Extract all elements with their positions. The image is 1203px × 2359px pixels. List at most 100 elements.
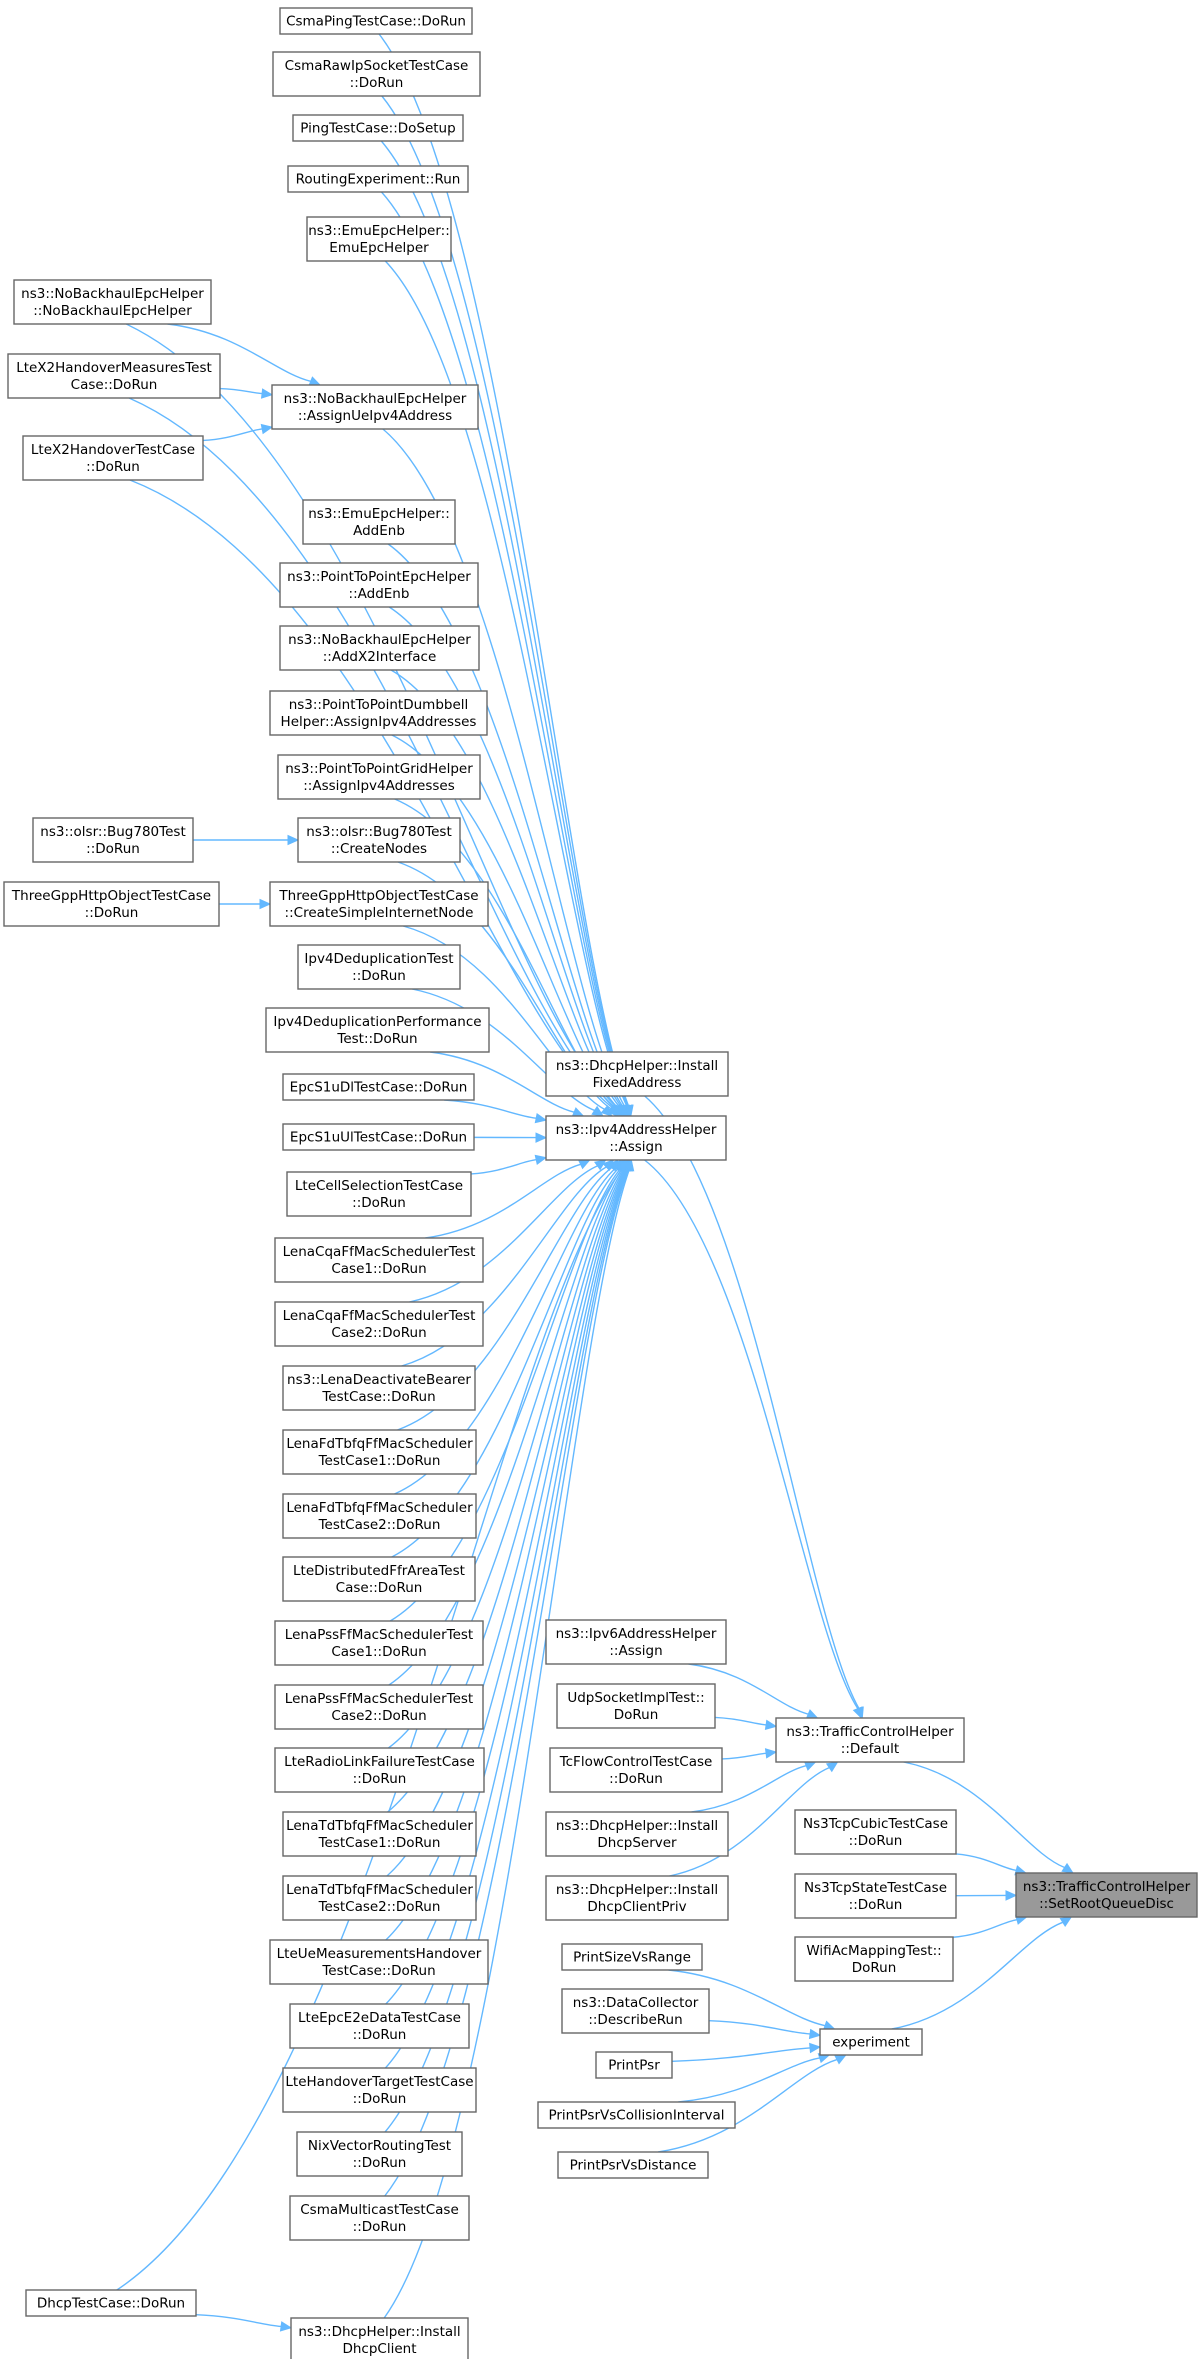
node-csmaping[interactable]: CsmaPingTestCase::DoRun bbox=[279, 7, 473, 35]
node-emuepc[interactable]: ns3::EmuEpcHelper::EmuEpcHelper bbox=[306, 216, 452, 262]
node-label-line: ::DoRun bbox=[849, 1897, 903, 1913]
node-epcul[interactable]: EpcS1uUlTestCase::DoRun bbox=[282, 1123, 475, 1151]
node-p2paddenb[interactable]: ns3::PointToPointEpcHelper::AddEnb bbox=[279, 562, 479, 608]
node-epce2e[interactable]: LteEpcE2eDataTestCase::DoRun bbox=[289, 2003, 470, 2049]
node-label-line: experiment bbox=[832, 2035, 910, 2051]
node-label-line: DhcpTestCase::DoRun bbox=[37, 2296, 185, 2312]
node-describerun[interactable]: ns3::DataCollector::DescribeRun bbox=[561, 1988, 710, 2034]
call-edge-tdtbfq2-to-ipv4assign bbox=[386, 1169, 626, 1877]
node-label-line: Ns3TcpCubicTestCase bbox=[803, 1816, 948, 1832]
call-edge-printpsr-to-experiment bbox=[671, 2047, 811, 2063]
node-label-line: FixedAddress bbox=[593, 1075, 682, 1091]
node-label-line: ns3::EmuEpcHelper:: bbox=[308, 223, 450, 239]
node-ipv6assign[interactable]: ns3::Ipv6AddressHelper::Assign bbox=[545, 1619, 727, 1665]
node-box bbox=[279, 625, 480, 671]
node-pingsetup[interactable]: PingTestCase::DoSetup bbox=[292, 114, 464, 142]
node-label-line: ns3::TrafficControlHelper bbox=[1023, 1879, 1191, 1895]
node-box bbox=[794, 1873, 957, 1919]
node-label-line: ns3::Ipv4AddressHelper bbox=[556, 1122, 717, 1138]
node-printpsrdist[interactable]: PrintPsrVsDistance bbox=[557, 2151, 709, 2179]
arrowhead-ltex2meas-to-assignue bbox=[260, 388, 274, 399]
node-tcdefault[interactable]: ns3::TrafficControlHelper::Default bbox=[775, 1717, 965, 1763]
node-label-line: Case2::DoRun bbox=[331, 1708, 426, 1724]
node-box bbox=[274, 1620, 484, 1666]
node-label-line: LteEpcE2eDataTestCase bbox=[298, 2010, 461, 2026]
node-ltex2ho[interactable]: LteX2HandoverTestCase::DoRun bbox=[22, 435, 204, 481]
node-label-line: WifiAcMappingTest:: bbox=[806, 1943, 941, 1959]
node-nixvector[interactable]: NixVectorRoutingTest::DoRun bbox=[296, 2131, 463, 2177]
call-edge-dhcpserver-to-tcdefault bbox=[691, 1765, 807, 1813]
node-box bbox=[282, 1811, 477, 1857]
node-ipv4assign[interactable]: ns3::Ipv4AddressHelper::Assign bbox=[545, 1115, 727, 1161]
node-assignue[interactable]: ns3::NoBackhaulEpcHelper::AssignUeIpv4Ad… bbox=[271, 384, 479, 430]
node-routingexp[interactable]: RoutingExperiment::Run bbox=[287, 165, 469, 193]
node-box bbox=[282, 1556, 476, 1602]
node-addx2[interactable]: ns3::NoBackhaulEpcHelper::AddX2Interface bbox=[279, 625, 480, 671]
node-threegpprun[interactable]: ThreeGppHttpObjectTestCase::DoRun bbox=[3, 881, 220, 927]
node-label-line: TestCase2::DoRun bbox=[318, 1899, 441, 1915]
node-nobackhaul[interactable]: ns3::NoBackhaulEpcHelper::NoBackhaulEpcH… bbox=[13, 279, 212, 325]
node-box bbox=[282, 2067, 477, 2113]
node-tcflow[interactable]: TcFlowControlTestCase::DoRun bbox=[549, 1747, 723, 1793]
node-experiment[interactable]: experiment bbox=[819, 2028, 923, 2056]
node-wifiac[interactable]: WifiAcMappingTest::DoRun bbox=[794, 1936, 954, 1982]
node-printpsr[interactable]: PrintPsr bbox=[595, 2051, 673, 2079]
node-csmarawip[interactable]: CsmaRawIpSocketTestCase::DoRun bbox=[272, 51, 481, 97]
node-box bbox=[287, 165, 469, 193]
node-label-line: Ipv4DeduplicationPerformance bbox=[273, 1014, 481, 1030]
node-box bbox=[272, 51, 481, 97]
node-hotarget[interactable]: LteHandoverTargetTestCase::DoRun bbox=[282, 2067, 477, 2113]
node-bug780run[interactable]: ns3::olsr::Bug780Test::DoRun bbox=[32, 817, 194, 863]
arrowhead-printpsr-to-experiment bbox=[809, 2042, 822, 2054]
node-box bbox=[297, 817, 461, 863]
node-dhcptest[interactable]: DhcpTestCase::DoRun bbox=[25, 2289, 197, 2317]
node-label-line: EmuEpcHelper bbox=[329, 240, 429, 256]
node-csmamulti[interactable]: CsmaMulticastTestCase::DoRun bbox=[289, 2195, 470, 2241]
node-printsize[interactable]: PrintSizeVsRange bbox=[561, 1943, 703, 1971]
node-p2pgrid[interactable]: ns3::PointToPointGridHelper::AssignIpv4A… bbox=[277, 754, 481, 800]
node-box bbox=[306, 216, 452, 262]
node-label-line: PrintPsr bbox=[608, 2058, 660, 2074]
node-setroot[interactable]: ns3::TrafficControlHelper::SetRootQueueD… bbox=[1015, 1872, 1198, 1918]
node-label-line: PrintSizeVsRange bbox=[573, 1950, 691, 1966]
node-label-line: ns3::DhcpHelper::Install bbox=[298, 2324, 460, 2340]
node-label-line: ::Assign bbox=[609, 1139, 662, 1155]
node-ipv4dedup[interactable]: Ipv4DeduplicationTest::DoRun bbox=[297, 944, 461, 990]
node-bug780create[interactable]: ns3::olsr::Bug780Test::CreateNodes bbox=[297, 817, 461, 863]
call-edge-cubic-to-setroot bbox=[955, 1853, 1017, 1872]
node-threegppcreate[interactable]: ThreeGppHttpObjectTestCase::CreateSimple… bbox=[269, 881, 489, 927]
node-emuaddenb[interactable]: ns3::EmuEpcHelper::AddEnb bbox=[302, 499, 456, 545]
node-p2pdumbbell[interactable]: ns3::PointToPointDumbbellHelper::AssignI… bbox=[269, 690, 488, 736]
node-ltecellsel[interactable]: LteCellSelectionTestCase::DoRun bbox=[286, 1171, 472, 1217]
node-rlf[interactable]: LteRadioLinkFailureTestCase::DoRun bbox=[274, 1747, 485, 1793]
node-epcdl[interactable]: EpcS1uDlTestCase::DoRun bbox=[282, 1073, 475, 1101]
node-label-line: ns3::Ipv6AddressHelper bbox=[556, 1626, 717, 1642]
node-label-line: ::DoRun bbox=[353, 2027, 407, 2043]
node-label-line: ::CreateSimpleInternetNode bbox=[285, 905, 474, 921]
node-udpsocket[interactable]: UdpSocketImplTest::DoRun bbox=[556, 1683, 716, 1729]
node-cubic[interactable]: Ns3TcpCubicTestCase::DoRun bbox=[794, 1809, 957, 1855]
node-tcpstate[interactable]: Ns3TcpStateTestCase::DoRun bbox=[794, 1873, 957, 1919]
node-label-line: ::DoRun bbox=[353, 2155, 407, 2171]
node-printpsrcoll[interactable]: PrintPsrVsCollisionInterval bbox=[537, 2101, 736, 2129]
arrowhead-dhcpclientpriv-to-tcdefault bbox=[825, 1761, 839, 1773]
node-box bbox=[282, 1493, 477, 1539]
